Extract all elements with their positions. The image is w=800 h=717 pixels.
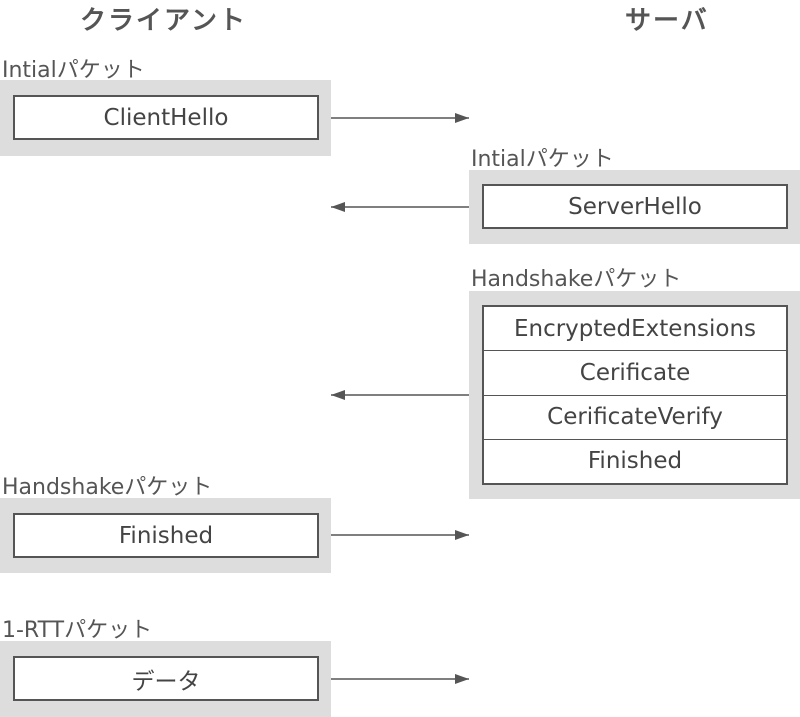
packet-label: 1-RTTパケット	[2, 618, 153, 643]
client-header: クライアント	[80, 6, 247, 36]
packet-initial-server: ServerHello	[469, 170, 800, 244]
packet-initial-client: ClientHello	[0, 80, 331, 156]
server-header: サーバ	[625, 6, 709, 36]
message-certificate-verify: CerificateVerify	[484, 396, 786, 440]
packet-label: Intialパケット	[2, 58, 145, 83]
message-server-hello: ServerHello	[482, 184, 788, 229]
message-server-finished: Finished	[587, 448, 683, 475]
packet-handshake-client: Finished	[0, 498, 331, 573]
packet-label: Handshakeパケット	[471, 267, 682, 292]
packet-handshake-server: EncryptedExtensions Cerificate Cerificat…	[469, 291, 800, 499]
message-data: データ	[13, 656, 319, 701]
message-client-hello: ClientHello	[13, 95, 319, 140]
packet-label: Handshakeパケット	[2, 475, 213, 500]
packet-label: Intialパケット	[471, 147, 614, 172]
handshake-message-stack: EncryptedExtensions Cerificate Cerificat…	[482, 305, 788, 485]
packet-1rtt-client: データ	[0, 641, 331, 717]
message-encrypted-extensions: EncryptedExtensions	[484, 307, 786, 352]
message-certificate: Cerificate	[484, 351, 786, 396]
message-client-finished: Finished	[13, 513, 319, 558]
